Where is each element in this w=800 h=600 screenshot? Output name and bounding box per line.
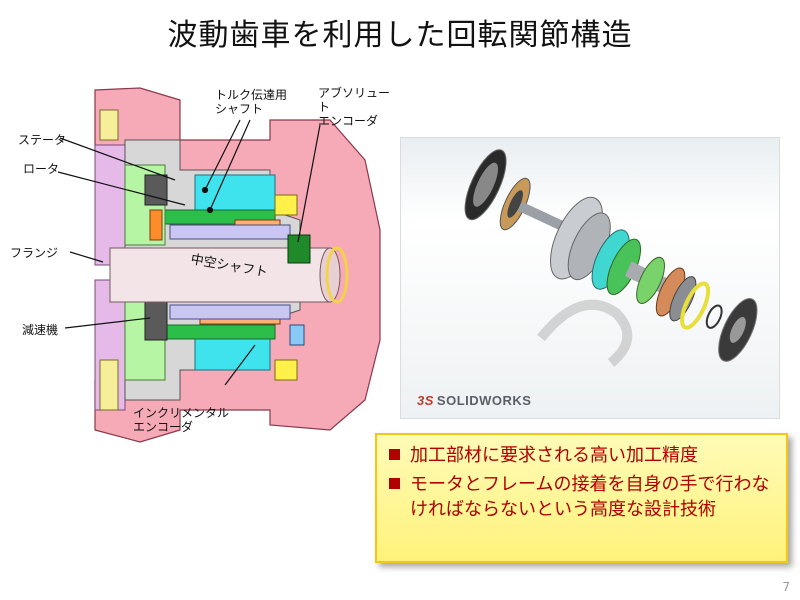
key-points-callout: 加工部材に要求される高い加工精度 モータとフレームの接着を自身の手で行わなければ… — [375, 433, 788, 563]
label-inc-encoder: インクリメンタル エンコーダ — [133, 406, 230, 434]
bullet-text-1: 加工部材に要求される高い加工精度 — [410, 445, 698, 466]
ds-logo-mark: 3S — [417, 393, 434, 408]
bullet-item-2: モータとフレームの接着を自身の手で行わなければならないという高度な設計技術 — [389, 472, 778, 522]
label-flange: フランジ — [10, 246, 59, 260]
cross-section-drawing — [57, 87, 381, 443]
logo-text: SOLIDWORKS — [436, 393, 532, 408]
bullet-square-icon — [389, 449, 400, 460]
label-torque-shaft: トルク伝達用 シャフト — [215, 88, 288, 116]
bullet-square-icon — [389, 478, 400, 489]
bullet-text-2: モータとフレームの接着を自身の手で行わなければならないという高度な設計技術 — [410, 474, 770, 520]
label-rotor: ロータ — [23, 162, 60, 176]
joint-cross-section-diagram: ステータ ロータ フランジ 減速機 トルク伝達用 シャフト アブソリュート エン… — [0, 80, 400, 460]
label-abs-encoder: アブソリュート エンコーダ — [318, 86, 391, 128]
label-reducer: 減速機 — [22, 323, 59, 337]
page-title: 波動歯車を利用した回転関節構造 — [167, 18, 633, 53]
exploded-parts-drawing — [464, 149, 758, 367]
label-stator: ステータ — [18, 133, 67, 147]
page-number: 7 — [782, 580, 790, 594]
bullet-item-1: 加工部材に要求される高い加工精度 — [389, 443, 778, 468]
